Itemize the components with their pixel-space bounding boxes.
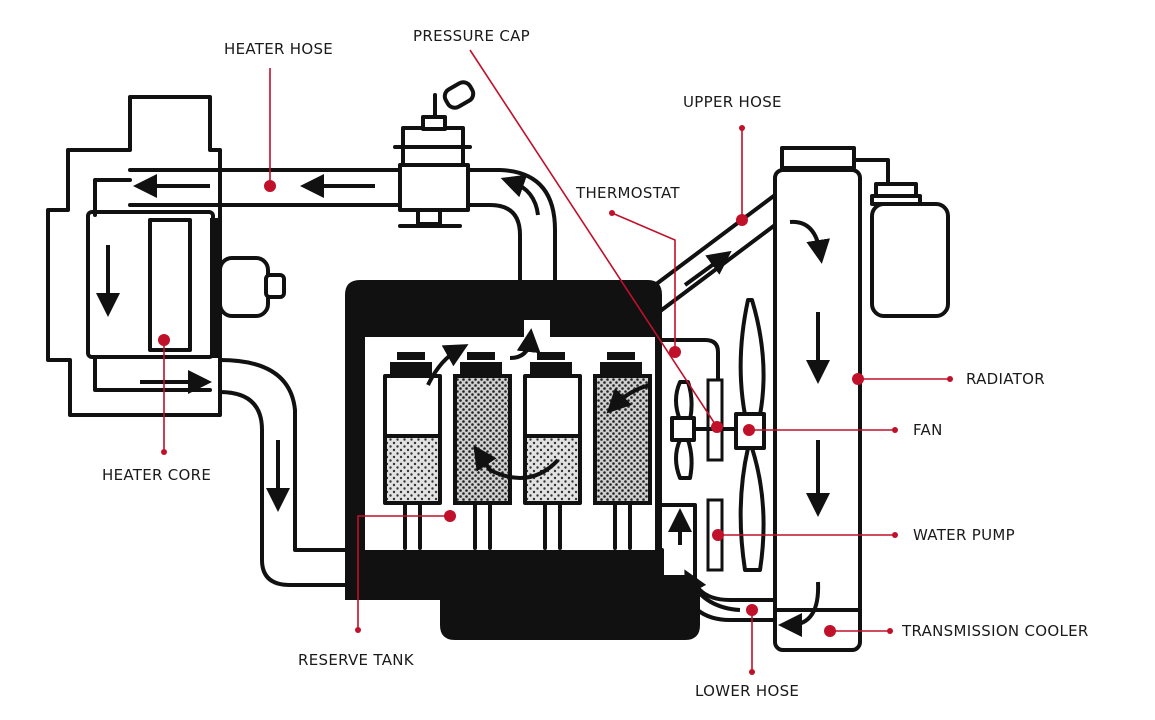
thermostat <box>660 338 720 382</box>
callouts <box>158 49 953 675</box>
overflow-bottle <box>853 158 950 318</box>
heater-core <box>86 210 286 359</box>
label-lower-hose: LOWER HOSE <box>695 682 800 700</box>
upper-hose <box>653 193 777 317</box>
heater-inner-line <box>93 178 132 217</box>
engine-flow-arrows <box>426 328 651 480</box>
cylinder-1 <box>383 352 442 550</box>
label-pressure-cap: PRESSURE CAP <box>413 27 531 45</box>
fan <box>670 298 766 572</box>
pressure-cap <box>393 80 476 228</box>
cylinder-2 <box>453 352 512 550</box>
heater-return-pipe <box>96 245 624 587</box>
label-heater-hose: HEATER HOSE <box>224 40 334 58</box>
heater-hose <box>128 168 402 207</box>
label-upper-hose: UPPER HOSE <box>683 93 782 111</box>
water-pump-pipes <box>660 503 777 622</box>
cylinder-3 <box>523 352 582 550</box>
label-radiator: RADIATOR <box>966 370 1045 388</box>
label-transmission-cooler: TRANSMISSION COOLER <box>902 622 1089 640</box>
radiator <box>773 146 862 652</box>
label-reserve-tank: RESERVE TANK <box>298 651 414 669</box>
label-fan: FAN <box>913 421 943 439</box>
heater-return-line <box>93 355 212 392</box>
label-water-pump: WATER PUMP <box>913 526 1015 544</box>
label-heater-core: HEATER CORE <box>102 466 212 484</box>
label-thermostat: THERMOSTAT <box>576 184 680 202</box>
